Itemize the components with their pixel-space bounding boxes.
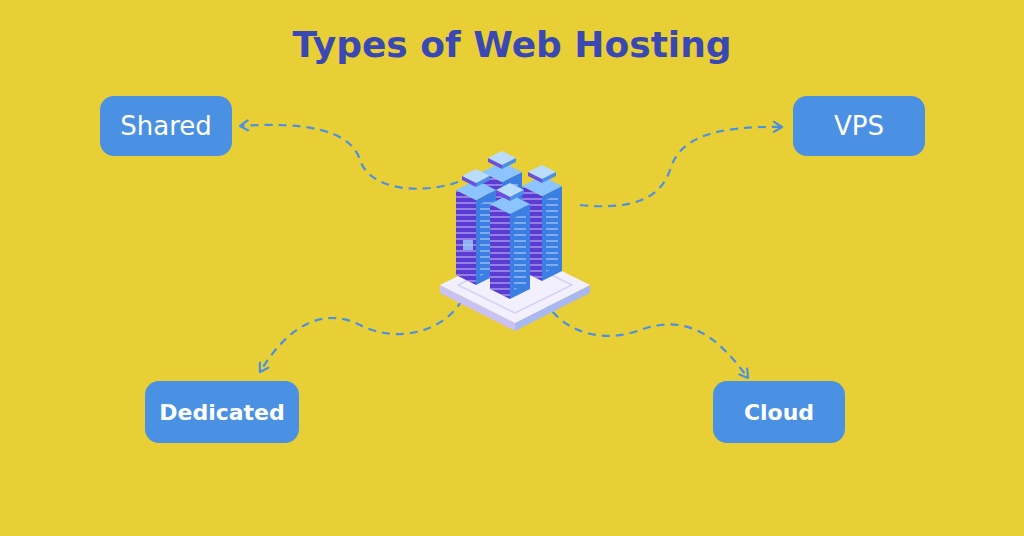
- server-light: [463, 240, 473, 250]
- hosting-label: Shared: [120, 111, 212, 141]
- hosting-label: Dedicated: [159, 400, 285, 425]
- server-tower: [490, 183, 530, 299]
- hosting-label: VPS: [834, 111, 884, 141]
- leader-arrows: [240, 125, 782, 378]
- hosting-label: Cloud: [744, 400, 814, 425]
- diagram-title: Types of Web Hosting: [0, 24, 1024, 65]
- hosting-box: Dedicated: [145, 381, 299, 443]
- hosting-box: Cloud: [713, 381, 845, 443]
- hosting-box: VPS: [793, 96, 925, 156]
- hosting-box: Shared: [100, 96, 232, 156]
